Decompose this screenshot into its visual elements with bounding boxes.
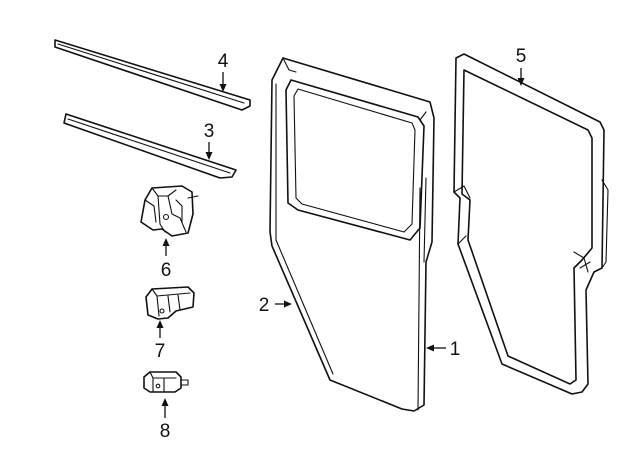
lower-hinge [145,286,195,320]
door-weatherstrip [453,53,609,395]
arrow-8 [161,398,169,418]
upper-hinge [140,185,199,237]
callout-8: 8 [160,421,171,442]
arrow-5 [517,68,525,86]
callout-3: 3 [204,121,215,142]
door-shell-edge [417,177,427,411]
callout-6: 6 [161,260,172,281]
arrow-3 [205,142,213,160]
door-check [143,371,189,393]
callout-1: 1 [450,339,461,360]
arrow-6 [162,238,170,256]
leader-arrows [156,68,525,418]
arrow-7 [156,320,164,338]
callout-7: 7 [155,341,166,362]
callout-5: 5 [516,46,527,67]
callout-2: 2 [259,295,270,316]
inner-belt-molding [63,113,237,179]
arrow-1 [426,344,446,352]
callout-labels: 4 3 5 6 7 8 2 1 [155,46,527,442]
callout-4: 4 [218,51,229,72]
arrow-2 [275,300,292,308]
arrow-4 [219,72,227,92]
outer-belt-molding [54,39,251,111]
door-panel [269,57,435,412]
